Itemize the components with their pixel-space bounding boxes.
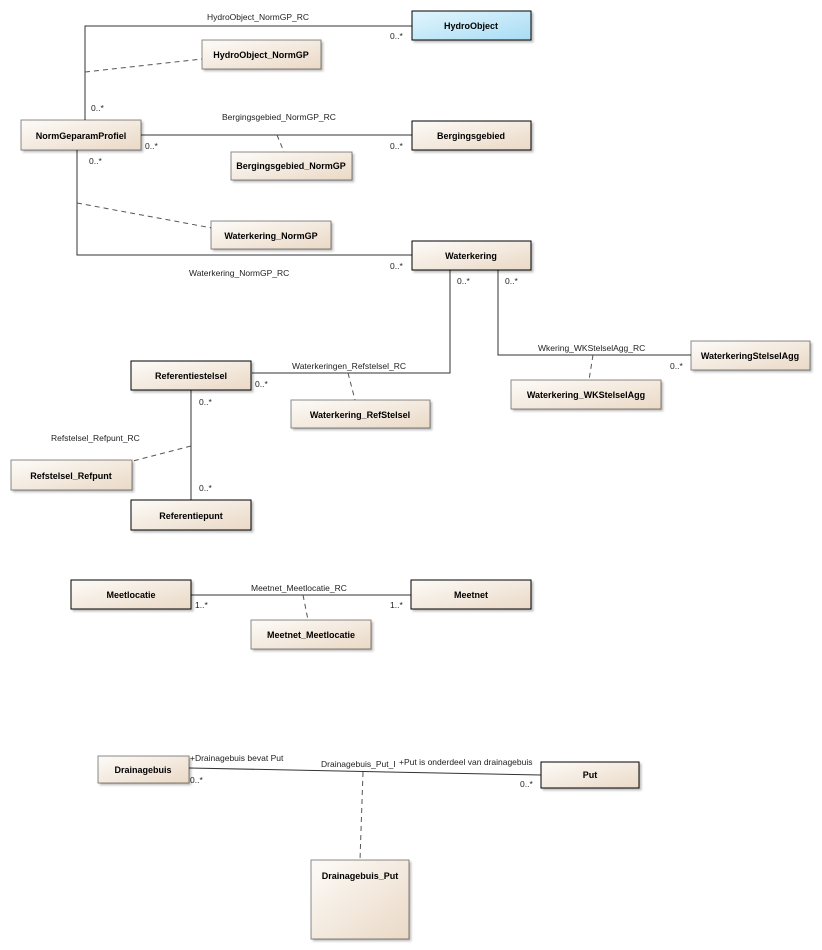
svg-text:Bergingsgebied_NormGP: Bergingsgebied_NormGP — [236, 161, 346, 171]
assoc-line-refstelsel[interactable] — [252, 270, 451, 374]
dash-hydroobject-normgp — [84, 58, 203, 73]
multiplicity: 0..* — [199, 483, 212, 493]
class-waterkering-normgp[interactable]: Waterkering_NormGP — [210, 220, 332, 250]
class-bergingsgebied-normgp[interactable]: Bergingsgebied_NormGP — [230, 151, 353, 181]
association-lines — [76, 25, 691, 776]
svg-text:Bergingsgebied: Bergingsgebied — [437, 131, 505, 141]
multiplicity: 0..* — [670, 361, 683, 371]
assoc-line-wkstelselagg[interactable] — [497, 270, 691, 356]
assoc-label-waterkering: Waterkering_NormGP_RC — [189, 268, 289, 278]
assoc-label-meetnet: Meetnet_Meetlocatie_RC — [251, 583, 347, 593]
multiplicity: 1..* — [195, 600, 208, 610]
class-waterkeringstelselagg[interactable]: WaterkeringStelselAgg — [690, 340, 811, 371]
svg-text:Drainagebuis_Put: Drainagebuis_Put — [322, 871, 399, 881]
dash-meetnet-meetlocatie — [302, 594, 309, 621]
svg-text:WaterkeringStelselAgg: WaterkeringStelselAgg — [701, 351, 799, 361]
class-refstelsel-refpunt[interactable]: Refstelsel_Refpunt — [10, 459, 133, 491]
class-bergingsgebied[interactable]: Bergingsgebied — [411, 120, 532, 151]
class-referentiepunt[interactable]: Referentiepunt — [130, 499, 252, 531]
assoc-label-bergingsgebied: Bergingsgebied_NormGP_RC — [222, 112, 336, 122]
role-label-drainagebuis-bevat-put: +Drainagebuis bevat Put — [190, 753, 284, 763]
svg-text:Meetnet_Meetlocatie: Meetnet_Meetlocatie — [267, 630, 355, 640]
assoc-label-hydroobject: HydroObject_NormGP_RC — [207, 12, 309, 22]
class-waterkering-wkstelselagg[interactable]: Waterkering_WKStelselAgg — [510, 379, 662, 410]
svg-text:Waterkering_RefStelsel: Waterkering_RefStelsel — [310, 410, 410, 420]
multiplicity: 0..* — [390, 31, 403, 41]
association-class-links — [76, 58, 594, 861]
svg-text:Referentiepunt: Referentiepunt — [159, 511, 223, 521]
role-label-put-onderdeel: +Put is onderdeel van drainagebuis — [399, 757, 533, 767]
assoc-line-put[interactable] — [188, 767, 542, 776]
multiplicity: 0..* — [89, 156, 102, 166]
multiplicity: 0..* — [145, 141, 158, 151]
class-normgeparamprofiel[interactable]: NormGeparamProfiel — [20, 119, 142, 151]
svg-text:Meetnet: Meetnet — [454, 590, 488, 600]
dash-bergingsgebied-normgp — [276, 134, 285, 153]
multiplicity: 0..* — [457, 276, 470, 286]
svg-text:HydroObject_NormGP: HydroObject_NormGP — [213, 50, 309, 60]
multiplicity: 0..* — [505, 276, 518, 286]
svg-text:HydroObject: HydroObject — [444, 21, 498, 31]
classes: HydroObject HydroObject_NormGP NormGepar… — [10, 10, 811, 940]
dash-waterkering-refstelsel — [347, 372, 356, 401]
class-meetlocatie[interactable]: Meetlocatie — [70, 579, 192, 610]
assoc-label-drainagebuis-put: Drainagebuis_Put_I — [321, 759, 396, 769]
multiplicity: 0..* — [255, 379, 268, 389]
class-meetnet[interactable]: Meetnet — [410, 579, 532, 610]
assoc-line-waterkering[interactable] — [76, 150, 412, 256]
multiplicity: 0..* — [190, 775, 203, 785]
multiplicity-labels: 0..* 0..* 0..* 0..* 0..* 0..* 0..* 0..* … — [89, 31, 683, 789]
dash-waterkering-wkstelselagg — [588, 354, 594, 381]
class-hydroobject-normgp[interactable]: HydroObject_NormGP — [201, 39, 322, 70]
svg-text:Waterkering_NormGP: Waterkering_NormGP — [224, 231, 317, 241]
svg-text:Refstelsel_Refpunt: Refstelsel_Refpunt — [30, 471, 112, 481]
class-drainagebuis[interactable]: Drainagebuis — [97, 755, 190, 784]
class-waterkering[interactable]: Waterkering — [411, 240, 532, 271]
assoc-label-refpunt: Refstelsel_Refpunt_RC — [51, 433, 140, 443]
assoc-line-hydroobject[interactable] — [84, 25, 412, 120]
assoc-label-wkstelselagg: Wkering_WKStelselAgg_RC — [538, 343, 645, 353]
svg-text:Drainagebuis: Drainagebuis — [114, 765, 171, 775]
svg-text:Waterkering_WKStelselAgg: Waterkering_WKStelselAgg — [527, 390, 645, 400]
dash-refstelsel-refpunt — [132, 445, 192, 462]
multiplicity: 0..* — [520, 779, 533, 789]
multiplicity: 1..* — [390, 600, 403, 610]
association-labels: HydroObject_NormGP_RC Bergingsgebied_Nor… — [51, 12, 645, 769]
multiplicity: 0..* — [390, 141, 403, 151]
multiplicity: 0..* — [390, 261, 403, 271]
class-meetnet-meetlocatie[interactable]: Meetnet_Meetlocatie — [250, 619, 372, 650]
multiplicity: 0..* — [91, 103, 104, 113]
svg-text:Referentiestelsel: Referentiestelsel — [155, 371, 227, 381]
svg-text:Put: Put — [583, 770, 598, 780]
class-hydroobject[interactable]: HydroObject — [411, 10, 532, 41]
class-drainagebuis-put[interactable]: Drainagebuis_Put — [310, 859, 410, 940]
multiplicity: 0..* — [199, 397, 212, 407]
class-put[interactable]: Put — [540, 761, 640, 789]
class-waterkering-refstelsel[interactable]: Waterkering_RefStelsel — [290, 399, 431, 429]
class-referentiestelsel[interactable]: Referentiestelsel — [130, 360, 252, 391]
dash-waterkering-normgp — [76, 202, 213, 229]
svg-text:NormGeparamProfiel: NormGeparamProfiel — [36, 131, 127, 141]
svg-text:Meetlocatie: Meetlocatie — [106, 590, 155, 600]
svg-text:Waterkering: Waterkering — [445, 251, 497, 261]
dash-drainagebuis-put — [359, 771, 364, 861]
assoc-label-refstelsel: Waterkeringen_Refstelsel_RC — [292, 361, 406, 371]
